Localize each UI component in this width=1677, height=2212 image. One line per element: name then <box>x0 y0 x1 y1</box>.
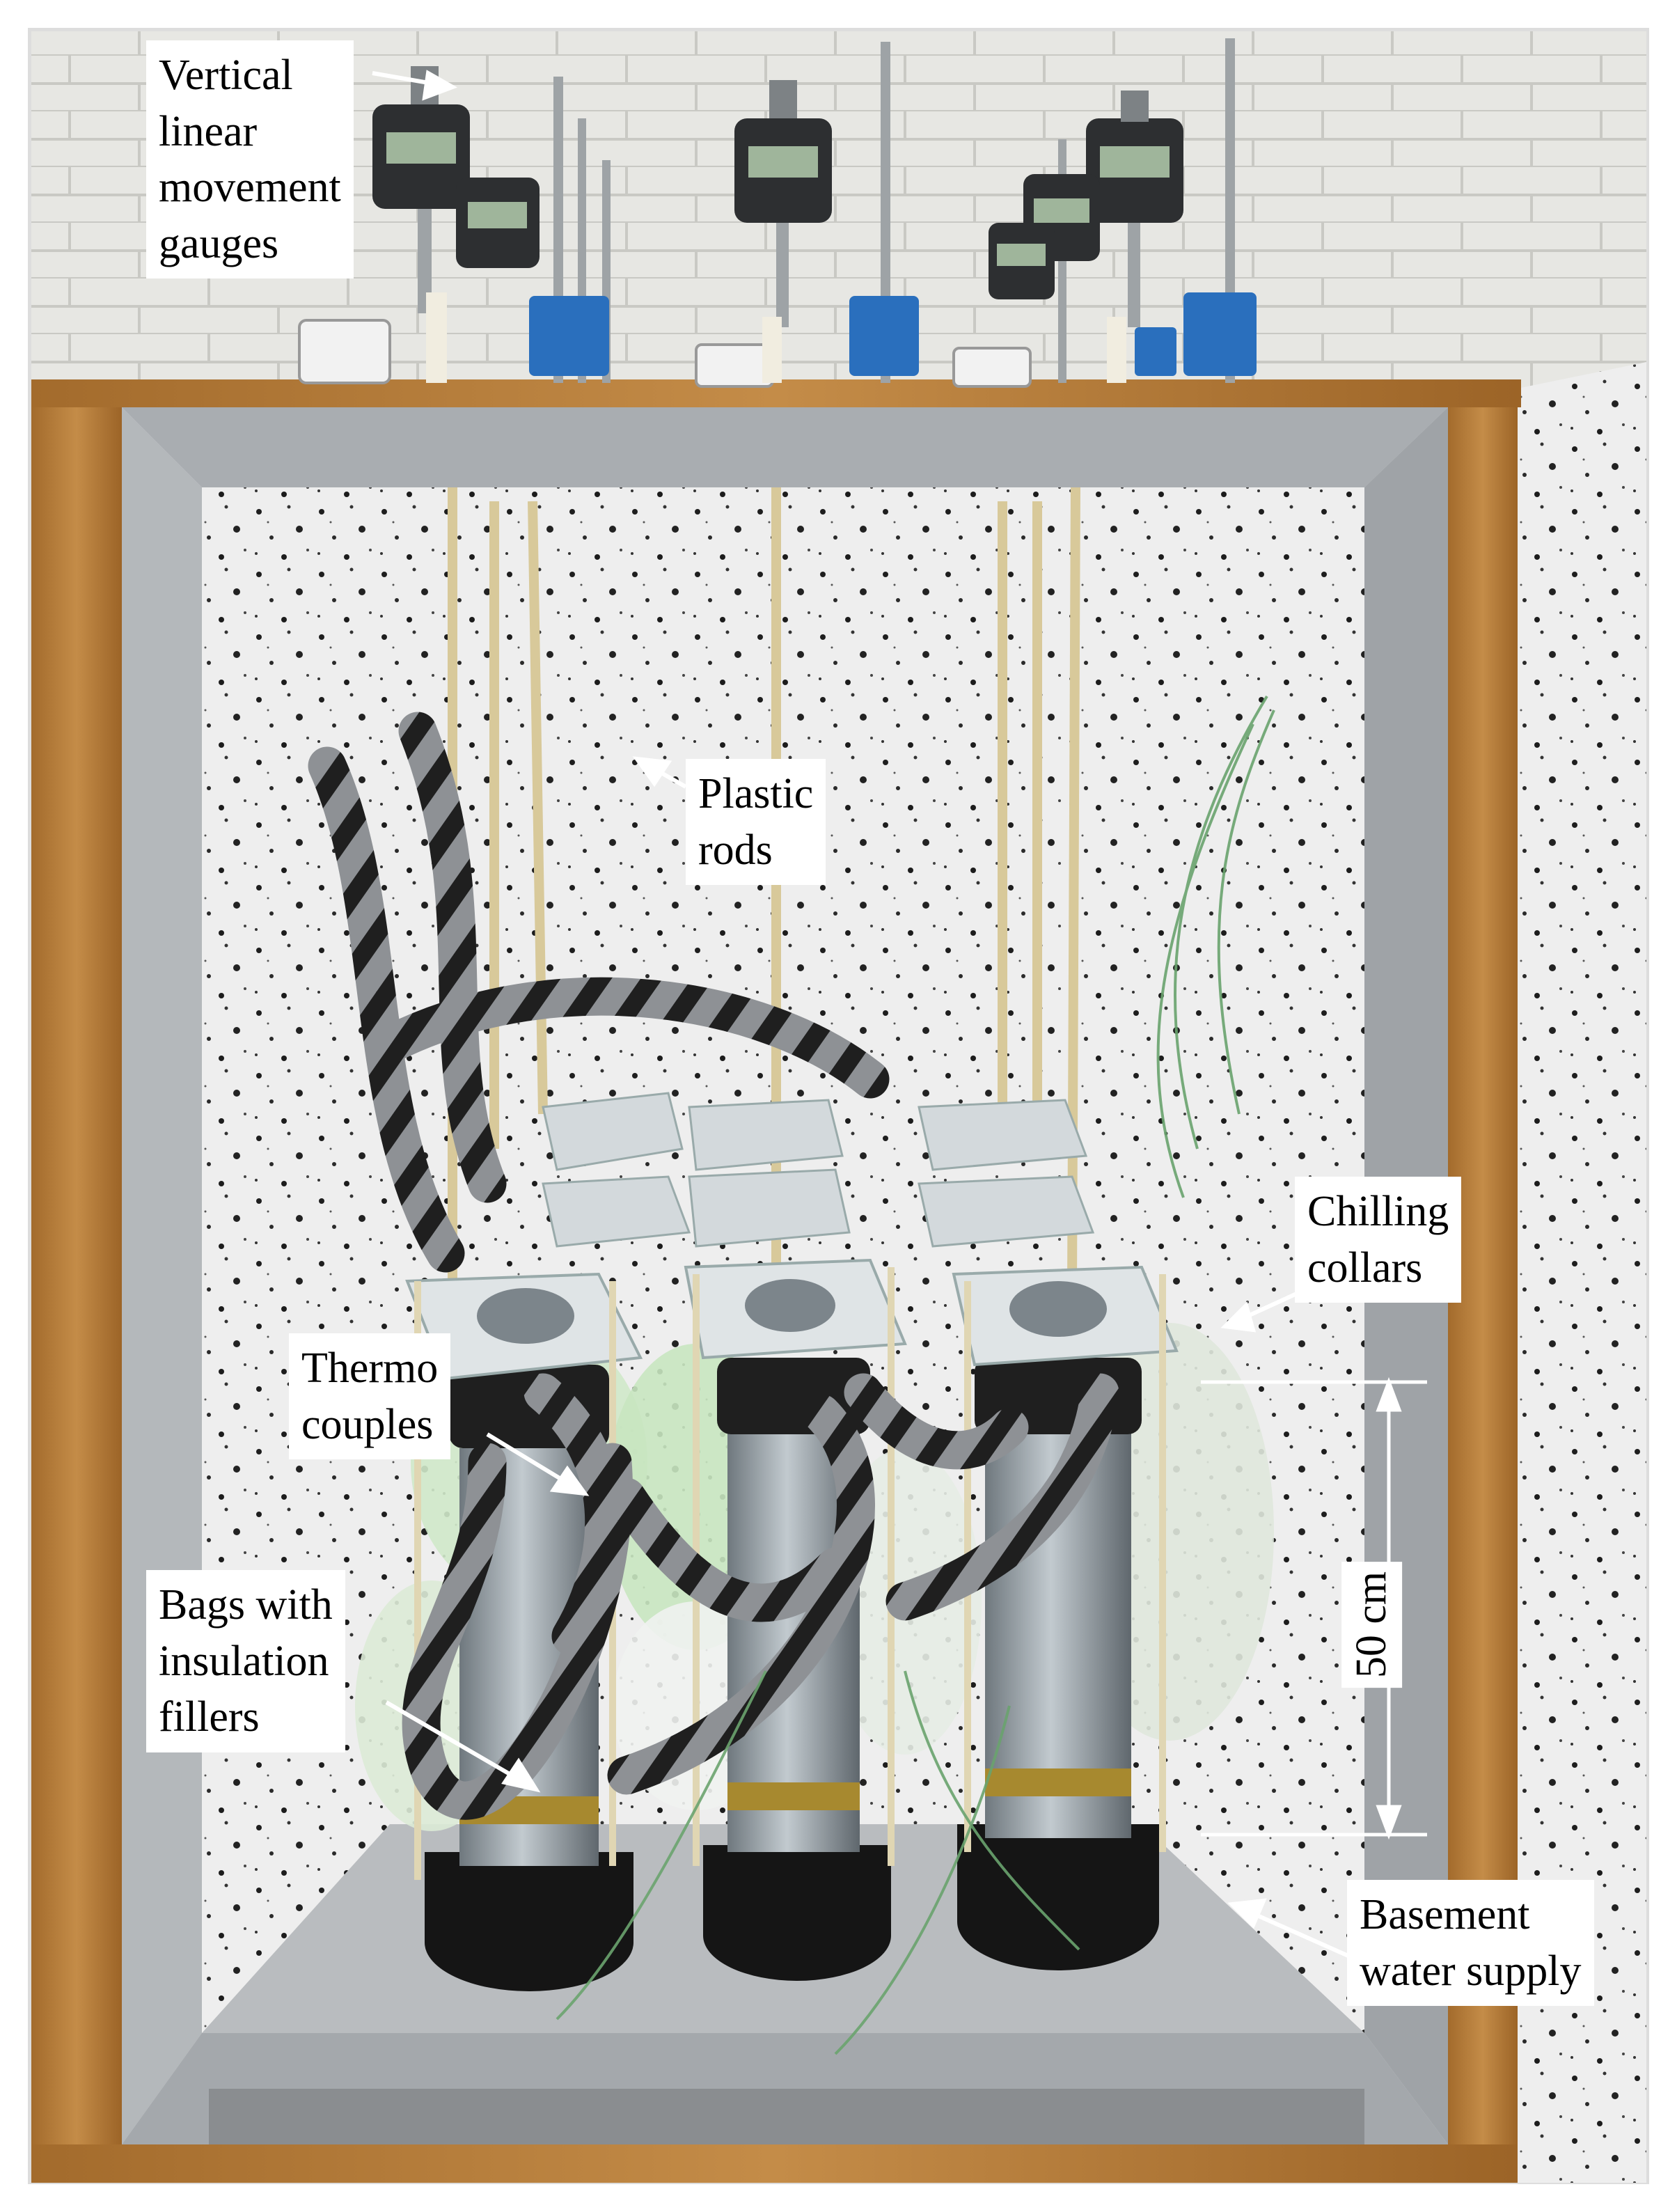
label-line: Basement <box>1360 1891 1530 1938</box>
chilling-hoses <box>308 712 1119 1820</box>
label-line: rods <box>698 826 773 874</box>
floor-tray <box>209 2089 1364 2144</box>
back-columns <box>542 1092 1095 1248</box>
label-line: Bags with <box>159 1581 333 1629</box>
label-line: Vertical <box>159 52 293 99</box>
cabinet-bottom <box>31 2144 1518 2183</box>
label-plastic-rods: Plastic rods <box>686 759 826 886</box>
label-chilling-collars: Chilling collars <box>1295 1177 1462 1303</box>
label-line: collars <box>1307 1244 1423 1292</box>
open-door-foam <box>1511 362 1646 2183</box>
label-line: linear <box>159 107 258 155</box>
front-columns <box>405 1258 1179 1991</box>
cabinet-top <box>31 379 1521 407</box>
label-line: Chilling <box>1307 1188 1449 1235</box>
foam-left-wall <box>202 487 390 2033</box>
tape-left <box>122 407 202 2144</box>
label-line: water supply <box>1360 1947 1582 1995</box>
thermocouple-wires <box>556 695 1275 2055</box>
label-thermocouples: Thermo couples <box>289 1333 451 1460</box>
label-line: fillers <box>159 1693 260 1741</box>
label-basement-water-supply: Basement water supply <box>1347 1880 1594 2007</box>
label-line: movement <box>159 164 341 212</box>
cabinet-left <box>31 407 122 2183</box>
label-bags-with-insulation-fillers: Bags with insulation fillers <box>146 1570 345 1752</box>
tape-top <box>122 407 1448 487</box>
label-line: Thermo <box>301 1344 439 1392</box>
label-line: Plastic <box>698 770 814 817</box>
gauge-array <box>298 38 1257 388</box>
label-line: couples <box>301 1400 434 1448</box>
label-line: insulation <box>159 1637 329 1685</box>
label-dimension-50cm: 50 cm <box>1341 1561 1403 1688</box>
label-line: gauges <box>159 219 279 267</box>
label-vertical-linear-movement-gauges: Vertical linear movement gauges <box>146 40 354 279</box>
annotation-arrows <box>372 70 1359 1962</box>
